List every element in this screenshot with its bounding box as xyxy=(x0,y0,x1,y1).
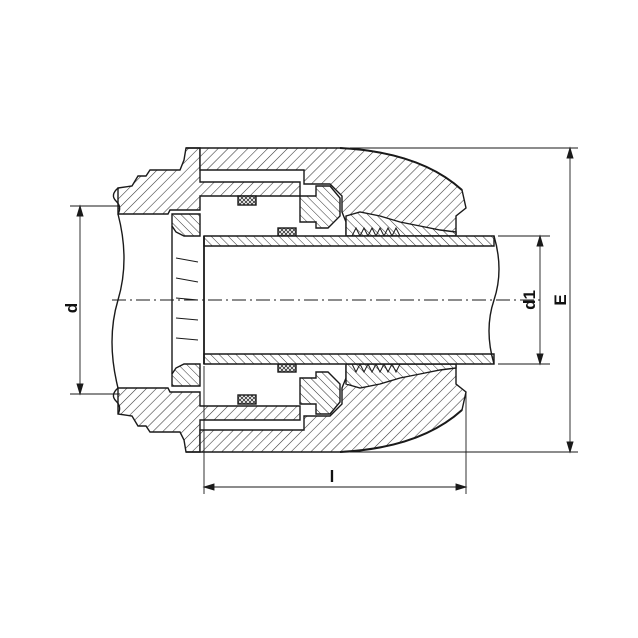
pipe-break-inner xyxy=(111,213,125,389)
dim-l-arrow-right xyxy=(455,483,468,491)
seal-upper-outer xyxy=(237,195,257,206)
dim-label-d1: d1 xyxy=(520,290,539,310)
insert-fins xyxy=(175,257,199,341)
dim-d-arrow-top xyxy=(76,204,84,217)
inner-sleeve-lower xyxy=(299,371,341,415)
dimension-lines xyxy=(70,146,578,494)
dim-e-arrow-bottom xyxy=(566,441,574,454)
dim-label-d: d xyxy=(62,303,81,313)
dim-d1-arrow-bottom xyxy=(536,353,544,366)
inserted-pipe-wall-upper xyxy=(203,235,495,247)
fitting-section xyxy=(111,147,540,453)
seal-upper-inner xyxy=(277,227,297,237)
break-line-lower xyxy=(112,387,121,415)
nut-outline-lower xyxy=(339,409,463,453)
seal-lower-outer xyxy=(237,394,257,405)
dim-label-e: E xyxy=(551,294,570,305)
pipe-break-right xyxy=(488,235,500,365)
dim-d-arrow-bottom xyxy=(76,383,84,396)
break-line-upper xyxy=(112,187,121,215)
nut-outline-upper xyxy=(339,147,463,191)
pipe-insert-lower xyxy=(171,363,201,387)
dim-e-arrow-top xyxy=(566,146,574,159)
dim-label-l: l xyxy=(330,467,335,486)
dim-d1-arrow-top xyxy=(536,234,544,247)
inserted-pipe-wall-lower xyxy=(203,353,495,365)
pipe-insert-upper xyxy=(171,213,201,237)
inner-sleeve-upper xyxy=(299,185,341,229)
seal-lower-inner xyxy=(277,363,297,373)
dim-l-arrow-left xyxy=(202,483,215,491)
